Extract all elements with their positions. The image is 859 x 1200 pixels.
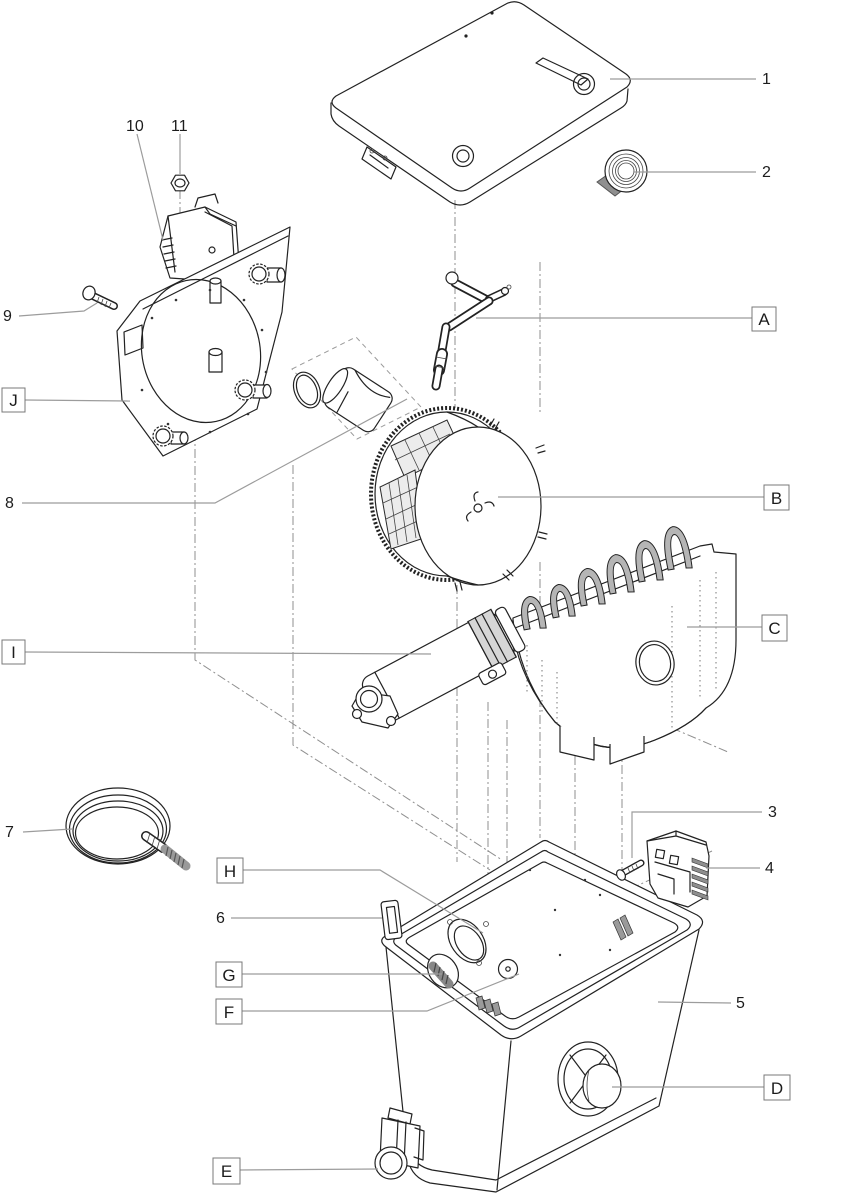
callout-B: B <box>763 484 790 511</box>
part-filter-drum <box>369 406 548 592</box>
part-tape-roll <box>596 149 648 197</box>
svg-text:F: F <box>224 1003 234 1022</box>
foam-handle-icon <box>577 568 606 607</box>
callout-10: 10 <box>126 118 144 135</box>
part-drain-valve <box>374 1107 425 1180</box>
part-mounting-panel <box>116 226 291 457</box>
part-screw <box>82 285 118 310</box>
callout-E: E <box>212 1157 241 1185</box>
callout-D: D <box>763 1074 791 1101</box>
part-screw-small <box>615 859 645 881</box>
part-hose-coil <box>65 787 191 871</box>
part-vented-cover <box>646 830 710 908</box>
part-outlet <box>557 1041 622 1117</box>
foam-handle-icon <box>521 595 547 631</box>
callout-11: 11 <box>171 118 188 135</box>
callout-labels-boxed: A B C D E F G H <box>1 306 791 1185</box>
callout-2: 2 <box>762 164 771 181</box>
callout-4: 4 <box>765 860 774 877</box>
svg-text:E: E <box>221 1162 232 1181</box>
impeller-icon <box>465 491 495 522</box>
cover-disc <box>497 958 519 980</box>
svg-text:I: I <box>11 643 16 662</box>
svg-text:D: D <box>771 1079 783 1098</box>
callout-F: F <box>215 998 243 1025</box>
part-uvc-unit <box>351 606 526 729</box>
callout-I: I <box>1 639 26 665</box>
svg-text:A: A <box>758 310 770 329</box>
part-foam-rack <box>512 526 737 765</box>
callout-G: G <box>215 961 243 988</box>
foam-handle-icon <box>550 583 576 619</box>
foam-handle-icon <box>664 526 693 571</box>
callout-5: 5 <box>736 995 745 1012</box>
svg-text:J: J <box>9 391 18 410</box>
svg-text:B: B <box>771 489 782 508</box>
part-nut <box>170 174 190 192</box>
foam-handle-icon <box>635 540 664 583</box>
callout-9: 9 <box>3 308 12 325</box>
leader-lines <box>18 78 764 1171</box>
svg-text:G: G <box>222 966 235 985</box>
part-clip <box>380 899 403 941</box>
callout-7: 7 <box>5 824 14 841</box>
grommet-elbow <box>426 953 460 989</box>
svg-text:C: C <box>768 619 780 638</box>
callout-C: C <box>761 614 788 642</box>
part-lid <box>330 1 631 206</box>
foam-handle-icon <box>606 554 635 595</box>
callout-J: J <box>1 387 26 413</box>
thumb-knob-icon <box>152 425 189 447</box>
callout-1: 1 <box>762 71 771 88</box>
callout-labels-numbered: 1 2 3 4 5 6 7 8 9 10 11 <box>3 71 777 1012</box>
part-inlet-pipe <box>431 271 512 391</box>
svg-text:H: H <box>224 862 236 881</box>
callout-8: 8 <box>5 495 14 512</box>
callout-A: A <box>751 306 777 332</box>
thumb-knob-icon <box>234 379 272 401</box>
thumb-knob-icon <box>248 263 286 285</box>
callout-H: H <box>216 857 244 884</box>
part-container <box>374 839 704 1193</box>
callout-3: 3 <box>768 804 777 821</box>
callout-6: 6 <box>216 910 225 927</box>
